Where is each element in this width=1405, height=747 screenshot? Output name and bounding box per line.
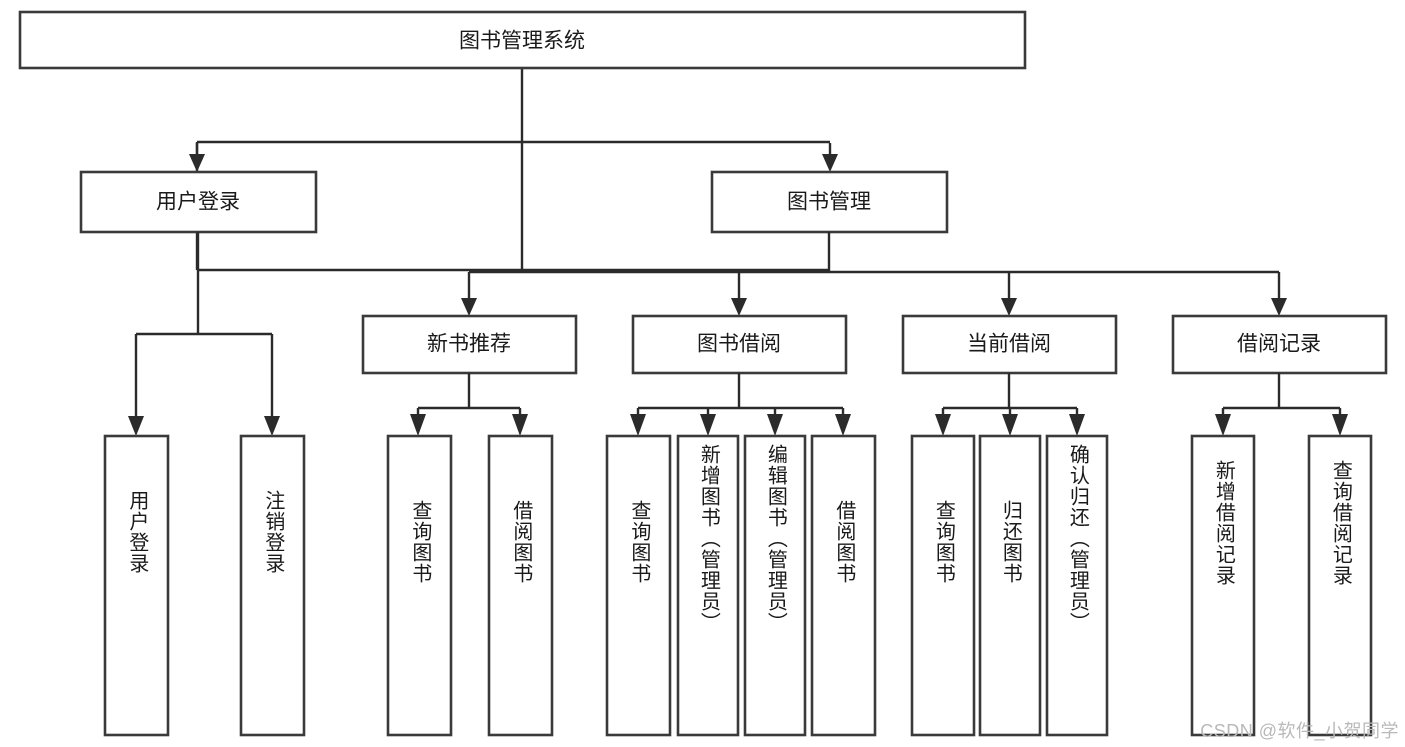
leaf-box-logout[interactable] (239, 434, 306, 737)
arrow-head-leaf-return-book (1002, 414, 1018, 436)
connector-borrowrecord-to-leaves (1215, 373, 1348, 436)
leaf-box-query-book-3[interactable] (910, 434, 976, 737)
arrow-head-leaf-query-book-1 (410, 414, 426, 436)
node-new-book-recommend-label: 新书推荐 (427, 333, 511, 356)
connector-bookmanage-to-level2 (461, 232, 1287, 316)
node-user-login[interactable]: 用户登录 (79, 170, 318, 234)
node-user-login-label: 用户登录 (156, 191, 240, 214)
arrow-head-leaf-user-login (128, 416, 144, 436)
arrow-head-current-borrow (1001, 298, 1017, 316)
leaf-box-edit-book[interactable] (743, 434, 807, 737)
leaf-box-borrow-book-2[interactable] (810, 434, 877, 737)
arrow-head-leaf-add-record (1215, 414, 1231, 436)
arrow-head-user-login (189, 154, 205, 172)
arrow-head-leaf-borrow-book-1 (512, 414, 528, 436)
arrow-head-leaf-query-book-2 (630, 414, 646, 436)
arrow-head-leaf-add-book (700, 414, 716, 436)
connector-root-to-level1 (189, 68, 838, 272)
arrow-head-leaf-edit-book (767, 414, 783, 436)
node-borrow-record[interactable]: 借阅记录 (1171, 314, 1388, 375)
connector-userlogin-to-leaves (128, 232, 280, 436)
leaf-box-query-record[interactable] (1307, 434, 1373, 737)
arrow-head-leaf-borrow-book-2 (835, 414, 851, 436)
node-root[interactable]: 图书管理系统 (18, 10, 1027, 70)
node-book-borrow[interactable]: 图书借阅 (631, 314, 848, 375)
leaf-box-add-book[interactable] (676, 434, 740, 737)
node-book-manage-label: 图书管理 (787, 191, 871, 214)
leaf-box-add-record[interactable] (1190, 434, 1256, 737)
connector-bookborrow-to-leaves (630, 373, 851, 436)
node-current-borrow[interactable]: 当前借阅 (901, 314, 1118, 375)
arrow-head-borrow-record (1271, 298, 1287, 316)
connector-newbook-to-leaves (410, 373, 528, 436)
leaf-box-user-login[interactable] (103, 434, 170, 737)
node-borrow-record-label: 借阅记录 (1237, 333, 1321, 356)
leaf-box-query-book-1[interactable] (386, 434, 453, 737)
leaf-box-return-book[interactable] (978, 434, 1042, 737)
csdn-watermark: CSDN @软件_小贺同学 (1200, 721, 1399, 741)
arrow-head-book-manage (822, 154, 838, 172)
node-book-borrow-label: 图书借阅 (697, 333, 781, 356)
leaf-box-query-book-2[interactable] (605, 434, 672, 737)
node-root-label: 图书管理系统 (459, 30, 585, 53)
arrow-head-leaf-query-book-3 (935, 414, 951, 436)
node-new-book-recommend[interactable]: 新书推荐 (361, 314, 578, 375)
node-book-manage[interactable]: 图书管理 (710, 170, 949, 234)
arrow-head-leaf-logout (264, 416, 280, 436)
arrow-head-leaf-query-record (1332, 414, 1348, 436)
arrow-head-leaf-confirm-return (1069, 414, 1085, 436)
arrow-head-new-book (461, 298, 477, 316)
arrow-head-book-borrow (731, 298, 747, 316)
node-current-borrow-label: 当前借阅 (967, 333, 1051, 356)
leaf-box-confirm-return[interactable] (1045, 434, 1109, 737)
connector-currentborrow-to-leaves (935, 373, 1085, 436)
leaf-box-borrow-book-1[interactable] (487, 434, 554, 737)
